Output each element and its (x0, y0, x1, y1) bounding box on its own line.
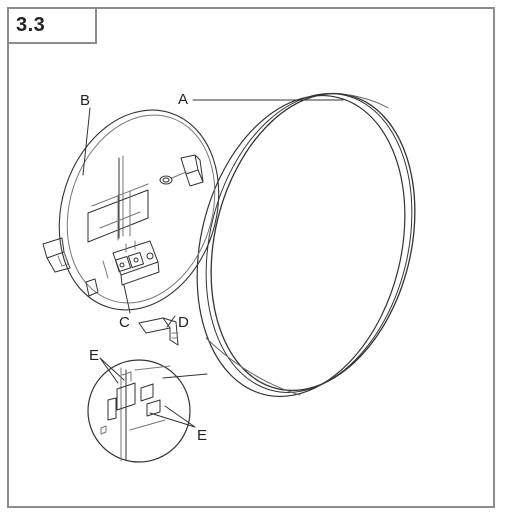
label-c: C (119, 314, 130, 331)
label-a: A (178, 91, 188, 108)
label-d: D (178, 314, 189, 331)
leader-lines (82, 99, 344, 428)
label-e-upper: E (89, 347, 99, 364)
section-number: 3.3 (16, 14, 46, 36)
detail-magnifier (87, 359, 191, 463)
section-number-tab: 3.3 (9, 9, 97, 44)
figure-frame: 3.3 (7, 7, 495, 508)
base-plate (42, 109, 220, 311)
label-b: B (80, 92, 90, 109)
contact-bracket (138, 317, 179, 346)
label-e-lower: E (197, 427, 207, 444)
round-cover (196, 92, 416, 398)
